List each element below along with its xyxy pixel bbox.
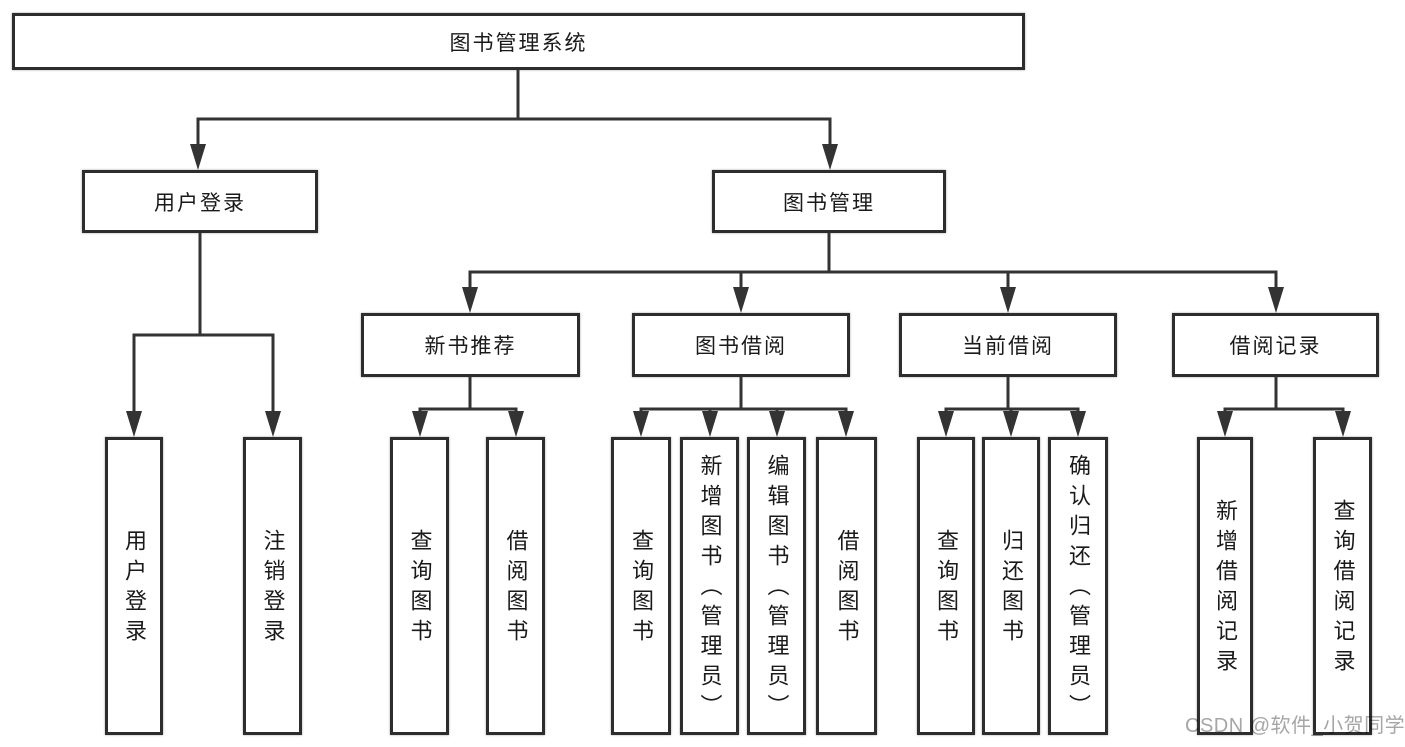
- arrow-down-icon: [1217, 411, 1233, 437]
- arrow-down-icon: [1070, 411, 1086, 437]
- node-label: 当前借阅: [962, 335, 1054, 358]
- arrow-down-icon: [1003, 411, 1019, 437]
- arrow-down-icon: [633, 411, 649, 437]
- leaf-confirm-return-admin: 确认归还（管理员）: [1048, 437, 1108, 735]
- node-label: 图书管理: [783, 191, 875, 215]
- node-library-management-system: 图书管理系统: [12, 13, 1025, 70]
- leaf-query-books-borrow: 查询图书: [611, 437, 671, 735]
- leaf-query-books-recommend: 查询图书: [390, 437, 449, 735]
- node-label: 借阅记录: [1229, 335, 1322, 358]
- node-label: 查询图书: [934, 529, 959, 649]
- arrow-down-icon: [702, 411, 718, 437]
- arrow-down-icon: [412, 411, 428, 437]
- node-label: 确认归还（管理员）: [1066, 454, 1091, 724]
- arrow-down-icon: [508, 411, 524, 437]
- arrow-down-icon: [462, 287, 478, 313]
- node-label: 图书管理系统: [449, 31, 588, 55]
- arrow-down-icon: [938, 411, 954, 437]
- arrow-down-icon: [838, 411, 854, 437]
- arrow-down-icon: [1000, 287, 1016, 313]
- node-label: 新增图书（管理员）: [697, 454, 723, 724]
- node-label: 注销登录: [260, 529, 286, 649]
- arrow-down-icon: [1335, 411, 1351, 437]
- node-user-login: 用户登录: [82, 170, 318, 233]
- leaf-edit-book-admin: 编辑图书（管理员）: [747, 437, 806, 735]
- node-book-borrow: 图书借阅: [632, 313, 850, 377]
- node-label: 查询图书: [407, 529, 433, 649]
- leaf-logout: 注销登录: [243, 437, 302, 735]
- level2-stems: [468, 377, 1278, 409]
- node-label: 查询图书: [629, 529, 654, 649]
- arrow-down-icon: [265, 411, 281, 437]
- node-book-management: 图书管理: [712, 170, 946, 233]
- node-label: 借阅图书: [503, 529, 529, 649]
- node-label: 查询借阅记录: [1330, 499, 1356, 679]
- level3-connectors: [418, 407, 1345, 415]
- node-label: 新增借阅记录: [1213, 499, 1238, 679]
- user-login-group-connector: [132, 233, 275, 415]
- arrowheads: [126, 144, 1351, 437]
- node-new-book-recommend: 新书推荐: [361, 313, 580, 377]
- node-label: 归还图书: [999, 529, 1024, 649]
- arrow-down-icon: [1268, 287, 1284, 313]
- node-label: 用户登录: [122, 529, 147, 649]
- node-label: 图书借阅: [695, 335, 787, 358]
- node-label: 编辑图书（管理员）: [764, 454, 790, 724]
- leaf-add-borrow-record: 新增借阅记录: [1197, 437, 1253, 735]
- csdn-watermark: CSDN @软件_小贺同学: [1185, 715, 1405, 737]
- node-borrow-records: 借阅记录: [1172, 313, 1379, 377]
- node-current-borrow: 当前借阅: [899, 313, 1117, 377]
- leaf-borrow-books-recommend: 借阅图书: [486, 437, 545, 735]
- arrow-down-icon: [190, 144, 206, 170]
- arrow-down-icon: [822, 144, 838, 170]
- leaf-return-books: 归还图书: [982, 437, 1040, 735]
- arrow-down-icon: [126, 411, 142, 437]
- arrow-down-icon: [769, 411, 785, 437]
- node-label: 借阅图书: [834, 529, 860, 649]
- arrow-down-icon: [733, 287, 749, 313]
- node-label: 用户登录: [154, 191, 246, 215]
- leaf-query-borrow-record: 查询借阅记录: [1313, 437, 1372, 735]
- node-label: 新书推荐: [424, 335, 517, 358]
- leaf-borrow-books: 借阅图书: [816, 437, 877, 735]
- leaf-add-book-admin: 新增图书（管理员）: [680, 437, 739, 735]
- trunk-level1-connector: [196, 70, 832, 148]
- book-mgmt-level2-connector: [468, 233, 1278, 291]
- leaf-query-books-current: 查询图书: [917, 437, 975, 735]
- leaf-user-login: 用户登录: [105, 437, 163, 735]
